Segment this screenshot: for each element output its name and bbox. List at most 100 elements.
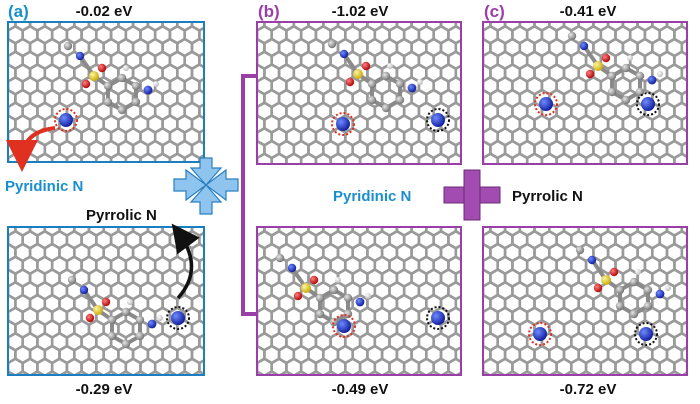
panel-label-a: (a) — [8, 2, 29, 21]
panel-label-c: (c) — [484, 2, 505, 21]
carbon-atom — [121, 307, 131, 317]
nitrogen-dopant — [336, 117, 350, 131]
energy-c-bottom: -0.72 eV — [560, 381, 617, 398]
carbon-atom — [615, 301, 625, 311]
oxygen-atom — [101, 297, 111, 307]
nitrogen-atom — [355, 297, 365, 307]
oxygen-atom — [601, 53, 611, 63]
nitrogen-dopant — [171, 311, 185, 325]
doping-site-ring — [528, 322, 552, 346]
nitrogen-atom — [147, 319, 157, 329]
nitrogen-dopant — [431, 311, 445, 325]
oxygen-atom — [585, 69, 595, 79]
pyridinic-label-combo: Pyridinic N — [333, 188, 411, 205]
graphene-lattice — [258, 23, 460, 163]
carbon-atom — [567, 31, 577, 41]
carbon-atom — [629, 277, 639, 287]
nitrogen-atom — [587, 255, 597, 265]
graphene-lattice — [9, 228, 203, 374]
doping-site-ring — [54, 108, 78, 132]
carbon-atom — [367, 95, 377, 105]
nitrogen-atom — [655, 289, 665, 299]
nitrogen-atom — [579, 41, 589, 51]
carbon-atom — [315, 293, 325, 303]
nitrogen-dopant — [59, 113, 73, 127]
nitrogen-atom — [287, 263, 297, 273]
hydrogen-atom — [335, 277, 341, 283]
nitrogen-atom — [75, 51, 85, 61]
carbon-atom — [607, 71, 617, 81]
doping-site-ring — [534, 92, 558, 116]
doping-site-ring — [636, 92, 660, 116]
pyrrolic-label-a: Pyrrolic N — [86, 207, 157, 224]
oxygen-atom — [609, 267, 619, 277]
energy-b-bottom: -0.49 eV — [332, 381, 389, 398]
carbon-atom — [67, 275, 77, 285]
energy-a-bottom: -0.29 eV — [76, 381, 133, 398]
sulfur-atom — [353, 69, 363, 79]
nitrogen-dopant — [337, 319, 351, 333]
graphene-lattice — [9, 23, 203, 161]
oxygen-atom — [309, 275, 319, 285]
carbon-atom — [121, 339, 131, 349]
purple-bracket — [241, 74, 256, 316]
hydrogen-atom — [123, 65, 129, 71]
carbon-atom — [575, 245, 585, 255]
doping-site-ring — [426, 306, 450, 330]
carbon-atom — [635, 71, 645, 81]
doping-site-ring — [166, 306, 190, 330]
sulfur-atom — [301, 283, 311, 293]
carbon-atom — [629, 309, 639, 319]
hydrogen-atom — [127, 299, 133, 305]
oxygen-atom — [97, 63, 107, 73]
pyrrolic-label-combo: Pyrrolic N — [512, 188, 583, 205]
carbon-atom — [103, 81, 113, 91]
molecules — [54, 31, 671, 349]
hydrogen-atom — [417, 79, 423, 85]
hydrogen-atom — [657, 71, 663, 77]
double-arrow-icon — [173, 157, 239, 215]
hydrogen-atom — [153, 81, 159, 87]
doping-site-ring — [331, 112, 355, 136]
nitrogen-atom — [79, 285, 89, 295]
carbon-atom — [643, 285, 653, 295]
hydrogen-atom — [665, 285, 671, 291]
sulfur-atom — [593, 61, 603, 71]
carbon-atom — [343, 293, 353, 303]
nitrogen-dopant — [431, 113, 445, 127]
hydrogen-atom — [627, 55, 633, 61]
black-curved-arrow — [171, 223, 200, 300]
carbon-atom — [607, 87, 617, 97]
carbon-atom — [131, 81, 141, 91]
energy-c-top: -0.41 eV — [560, 3, 617, 20]
graphene-lattice — [484, 228, 686, 374]
panel-label-b: (b) — [258, 2, 280, 21]
carbon-atom — [63, 41, 73, 51]
red-curved-arrow — [6, 126, 56, 172]
purple-plus-icon — [443, 169, 501, 221]
nitrogen-atom — [647, 75, 657, 85]
sulfur-atom — [89, 71, 99, 81]
oxygen-atom — [85, 313, 95, 323]
oxygen-atom — [593, 283, 603, 293]
carbon-atom — [395, 79, 405, 89]
nitrogen-dopant — [533, 327, 547, 341]
nitrogen-atom — [407, 83, 417, 93]
carbon-atom — [615, 285, 625, 295]
carbon-atom — [381, 71, 391, 81]
carbon-atom — [135, 315, 145, 325]
carbon-atom — [107, 315, 117, 325]
carbon-atom — [395, 95, 405, 105]
energy-a-top: -0.02 eV — [76, 3, 133, 20]
graphene-lattice — [258, 228, 460, 374]
doping-site-ring — [426, 108, 450, 132]
nitrogen-atom — [339, 49, 349, 59]
hydrogen-atom — [157, 315, 163, 321]
oxygen-atom — [361, 61, 371, 71]
sulfur-atom — [601, 275, 611, 285]
doping-site-ring — [332, 314, 356, 338]
hydrogen-atom — [635, 269, 641, 275]
carbon-atom — [135, 331, 145, 341]
hydrogen-atom — [365, 293, 371, 299]
